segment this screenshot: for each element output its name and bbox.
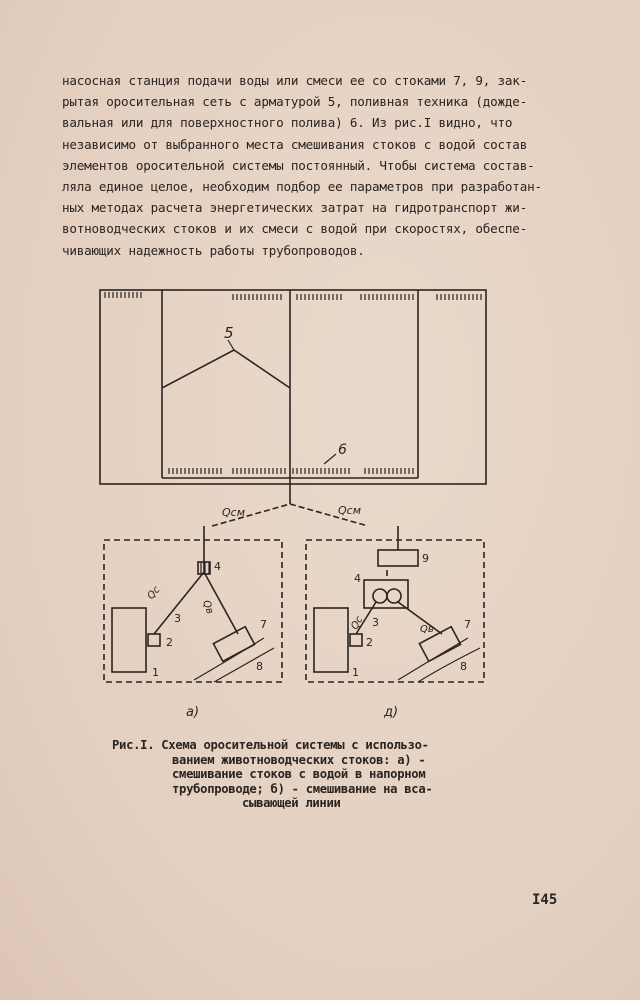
mixing-valve-right — [386, 588, 402, 604]
pump-a — [147, 633, 161, 647]
mixing-chamber-b — [363, 579, 409, 609]
text-line: элементов оросительной системы постоянны… — [62, 157, 535, 173]
irrigation-scheme-diagram: 5 6 Qсм Qсм Qc Qв 4 3 2 1 7 8 9 4 Qc 3 2… — [99, 289, 487, 720]
figure-caption: Рис.I. Схема оросительной системы с испо… — [112, 738, 512, 811]
water-source-b — [397, 637, 469, 681]
caption-line: трубопроводе; б) - смешивание на вса- — [172, 781, 433, 796]
mixer-a — [197, 561, 211, 575]
panel-b-frame — [305, 539, 485, 683]
mixing-valve-left — [372, 588, 388, 604]
sprinkler-strips — [102, 292, 482, 474]
label-qc-a: Qc — [146, 584, 163, 602]
irrigation-scheme-figure: 5 6 Qсм Qсм Qc Qв 4 3 2 1 7 8 9 4 Qc 3 2… — [92, 278, 502, 730]
pump-b — [349, 633, 363, 647]
water-pump-b — [418, 625, 462, 663]
panel-b-label: д) — [383, 705, 398, 720]
label-1-b: 1 — [352, 666, 359, 679]
caption-line: смешивание стоков с водой в напорном — [172, 767, 426, 782]
label-q-cm-left: Qсм — [222, 506, 245, 519]
pump-station-b — [377, 549, 419, 567]
label-2-b: 2 — [366, 636, 373, 649]
storage-tank-b — [313, 607, 349, 673]
caption-line: сывающей линии — [242, 796, 341, 811]
text-line: чивающих надежность работы трубопроводов… — [62, 242, 365, 258]
label-3-b: 3 — [372, 616, 379, 629]
water-pipe-a — [203, 571, 239, 635]
label-4-b: 4 — [354, 572, 361, 585]
waste-pipe-a — [153, 571, 205, 635]
text-line: насосная станция подачи воды или смеси е… — [62, 73, 528, 88]
label-7-a: 7 — [260, 618, 267, 631]
text-line: вотноводческих стоков и их смеси с водой… — [62, 221, 528, 237]
label-1-a: 1 — [152, 666, 159, 679]
label-qv-b: Qв — [420, 624, 434, 635]
text-line: ляла единое целое, необходим подбор ее п… — [62, 179, 542, 195]
text-line: рытая оросительная сеть с арматурой 5, п… — [62, 94, 528, 110]
caption-line: ванием животноводческих стоков: а) - — [172, 752, 426, 767]
field-outer-frame — [99, 289, 487, 485]
water-pump-a — [212, 625, 256, 663]
text-line: вальная или для поверхностного полива) 6… — [62, 115, 513, 131]
mixture-flow-lines — [211, 503, 369, 527]
label-3-a: 3 — [174, 612, 181, 625]
label-2-a: 2 — [166, 636, 173, 649]
distribution-branches — [161, 349, 291, 389]
water-pipe-b — [397, 601, 443, 635]
label-8-b: 8 — [460, 660, 467, 673]
text-line: ных методах расчета энергетических затра… — [62, 200, 528, 216]
label-5: 5 — [224, 324, 234, 342]
label-7-b: 7 — [464, 618, 471, 631]
text-line: независимо от выбранного места смешивани… — [62, 136, 528, 152]
storage-tank-a — [111, 607, 147, 673]
leader-line-5 — [227, 339, 235, 351]
caption-line: Рис.I. Схема оросительной системы с испо… — [112, 738, 429, 752]
label-9-b: 9 — [422, 552, 429, 565]
body-paragraph: насосная станция подачи воды или смеси е… — [62, 70, 582, 261]
label-8-a: 8 — [256, 660, 263, 673]
label-qc-b: Qc — [349, 614, 365, 632]
panel-a-label: а) — [186, 705, 199, 720]
water-source-a — [193, 637, 265, 681]
waste-pipe-b — [355, 601, 377, 635]
page-number: I45 — [532, 892, 558, 908]
label-4-a: 4 — [214, 560, 221, 573]
label-qv-a: Qв — [200, 599, 215, 616]
label-6: 6 — [338, 442, 347, 458]
label-q-cm-right: Qсм — [338, 504, 361, 517]
leader-line-6 — [323, 453, 337, 465]
